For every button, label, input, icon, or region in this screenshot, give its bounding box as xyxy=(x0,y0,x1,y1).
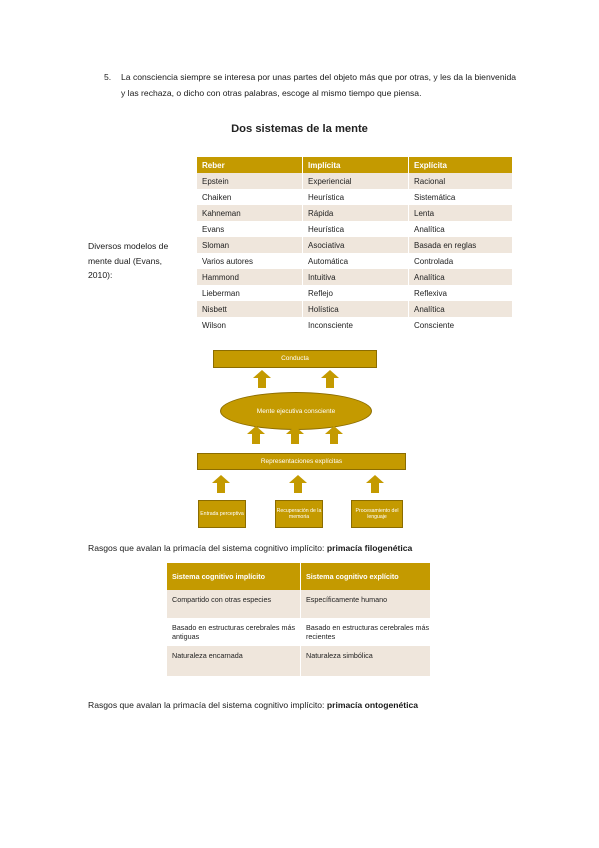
caption-prefix: Rasgos que avalan la primacía del sistem… xyxy=(88,700,327,710)
table-cell: Consciente xyxy=(408,317,513,333)
table-header: Sistema cognitivo implícito xyxy=(167,563,301,590)
table-cell: Basado en estructuras cerebrales más rec… xyxy=(300,618,431,646)
table-cell: Hammond xyxy=(197,269,303,285)
table-cell: Racional xyxy=(408,173,513,189)
table-cell: Automática xyxy=(302,253,409,269)
table-cell: Heurística xyxy=(302,221,409,237)
table-cell: Heurística xyxy=(302,189,409,205)
cognitive-systems-table: Sistema cognitivo implícito Sistema cogn… xyxy=(167,563,431,676)
table-cell: Naturaleza simbólica xyxy=(300,646,431,676)
table-cell: Analítica xyxy=(408,301,513,317)
table-cell: Experiencial xyxy=(302,173,409,189)
table-cell: Naturaleza encarnada xyxy=(167,646,301,676)
table-cell: Nisbett xyxy=(197,301,303,317)
table-cell: Basada en reglas xyxy=(408,237,513,253)
caption-emphasis: primacía filogenética xyxy=(326,543,413,553)
diagram-language-box: Procesamiento del lenguaje xyxy=(351,500,403,528)
table-cell: Chaiken xyxy=(197,189,303,205)
table-cell: Intuitiva xyxy=(302,269,409,285)
item-number: 5. xyxy=(104,72,112,82)
item-text: La consciencia siempre se interesa por u… xyxy=(121,72,517,98)
diagram-bar: Representaciones explícitas xyxy=(197,453,406,470)
table-cell: Lenta xyxy=(408,205,513,221)
table-cell: Asociativa xyxy=(302,237,409,253)
diagram-input-box: Entrada perceptiva xyxy=(198,500,246,528)
table-cell: Sistemática xyxy=(408,189,513,205)
table-header: Explícita xyxy=(408,157,513,173)
table-cell: Específicamente humano xyxy=(300,590,431,618)
caption-phylogenetic: Rasgos que avalan la primacía del sistem… xyxy=(88,543,412,553)
table-cell: Basado en estructuras cerebrales más ant… xyxy=(167,618,301,646)
table-header-row: Sistema cognitivo implícito Sistema cogn… xyxy=(167,563,431,590)
table-cell: Holística xyxy=(302,301,409,317)
table-cell: Lieberman xyxy=(197,285,303,301)
table-cell: Reflejo xyxy=(302,285,409,301)
table-cell: Compartido con otras especies xyxy=(167,590,301,618)
table-cell: Wilson xyxy=(197,317,303,333)
table-cell: Kahneman xyxy=(197,205,303,221)
table-cell: Evans xyxy=(197,221,303,237)
table-header: Reber xyxy=(197,157,303,173)
table-cell: Reflexiva xyxy=(408,285,513,301)
caption-ontogenetic: Rasgos que avalan la primacía del sistem… xyxy=(88,700,418,710)
table-cell: Varios autores xyxy=(197,253,303,269)
table-header: Implícita xyxy=(302,157,409,173)
table-cell: Controlada xyxy=(408,253,513,269)
table-cell: Inconsciente xyxy=(302,317,409,333)
caption-emphasis: primacía ontogenética xyxy=(326,700,419,710)
table-cell: Analítica xyxy=(408,269,513,285)
table-cell: Rápida xyxy=(302,205,409,221)
table-cell: Sloman xyxy=(197,237,303,253)
table-header-row: Reber Implícita Explícita xyxy=(197,157,513,173)
caption-prefix: Rasgos que avalan la primacía del sistem… xyxy=(88,543,327,553)
table-row: Basado en estructuras cerebrales más ant… xyxy=(167,618,431,646)
section-title: Dos sistemas de la mente xyxy=(231,123,368,135)
table-header: Sistema cognitivo explícito xyxy=(300,563,431,590)
table-cell: Epstein xyxy=(197,173,303,189)
diagram-conducta-box: Conducta xyxy=(213,350,377,368)
diagram-ellipse: Mente ejecutiva consciente xyxy=(220,392,372,430)
diagram-memory-box: Recuperación de la memoria xyxy=(275,500,323,528)
table-cell: Analítica xyxy=(408,221,513,237)
side-label: Diversos modelos de mente dual (Evans, 2… xyxy=(88,241,169,280)
